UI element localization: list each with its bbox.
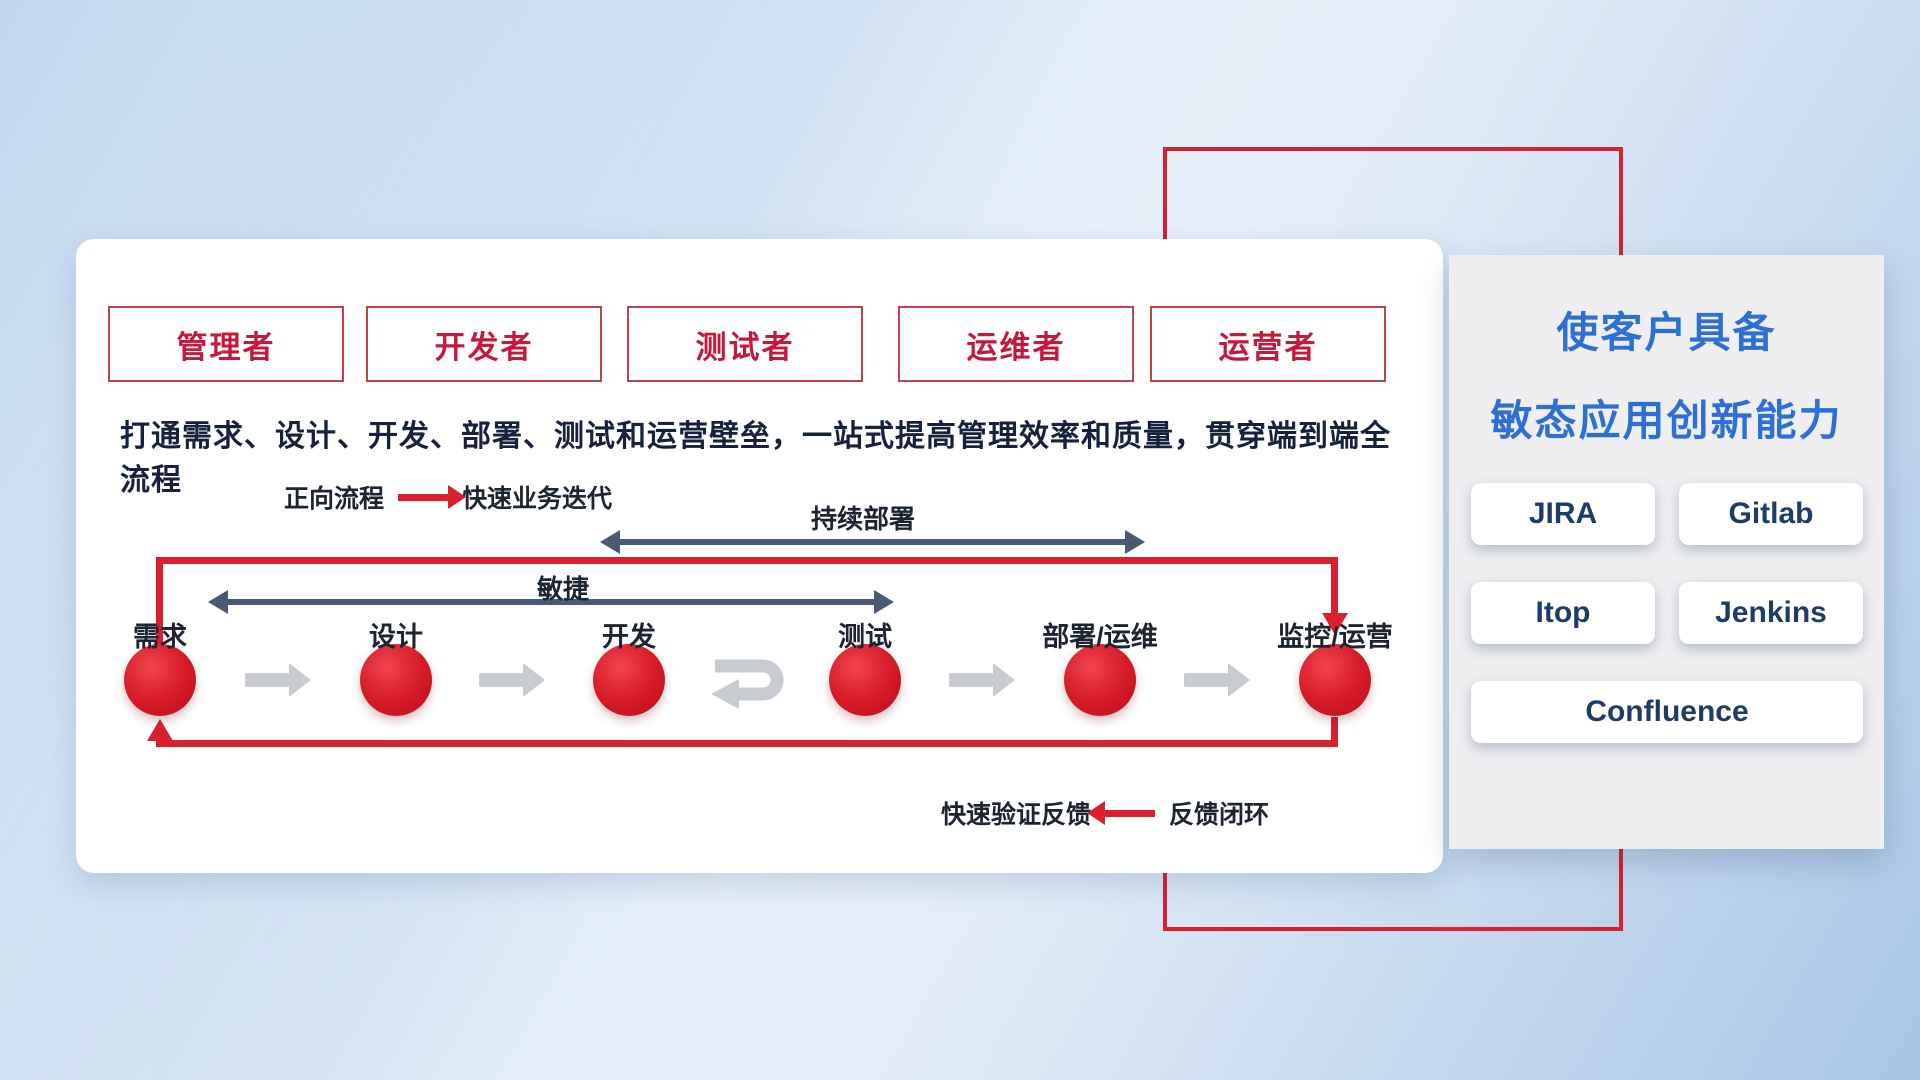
panel-title-line2: 敏态应用创新能力 [1490, 397, 1843, 444]
stage-dot-design [360, 644, 432, 716]
flow-arrow-icon [245, 673, 289, 687]
flow-arrow-icon [949, 673, 993, 687]
forward-loop-left-line [156, 557, 163, 647]
feedback-arrow-icon [1105, 809, 1156, 817]
workflow-subtitle: 打通需求、设计、开发、部署、测试和运营壁垒，一站式提高管理效率和质量，贯穿端到端… [120, 420, 1391, 497]
tool-chip-confluence: Confluence [1471, 681, 1863, 743]
capability-panel: 使客户具备 敏态应用创新能力 JIRA Gitlab Itop Jenkins … [1449, 255, 1884, 849]
flow-arrow-icon [1184, 673, 1228, 687]
role-box-manager: 管理者 [108, 306, 344, 382]
feedback-legend: 快速验证反馈 反馈闭环 [941, 795, 1269, 831]
forward-flow-desc: 快速业务迭代 [462, 485, 613, 513]
forward-loop-top-line [156, 557, 1338, 564]
agile-arrow-icon [228, 599, 874, 605]
tool-chip-gitlab: Gitlab [1679, 483, 1863, 545]
role-label: 开发者 [434, 329, 534, 365]
agile-label: 敏捷 [536, 574, 589, 604]
role-label: 管理者 [176, 329, 276, 365]
forward-flow-label: 正向流程 [284, 485, 385, 513]
iteration-loop-icon [711, 659, 784, 709]
flow-arrow-icon [479, 673, 523, 687]
role-label: 测试者 [695, 329, 795, 365]
continuous-deploy-arrow-icon [620, 539, 1125, 545]
stage-label-monitor-operations: 监控/运营 [1277, 622, 1393, 652]
stage-label-deploy-ops: 部署/运维 [1042, 622, 1158, 652]
tool-chip-jira: JIRA [1471, 483, 1655, 545]
stage-label-development: 开发 [602, 622, 656, 652]
tool-chip-jenkins: Jenkins [1679, 582, 1863, 644]
stage-dot-development [593, 644, 665, 716]
role-box-ops: 运维者 [898, 306, 1134, 382]
stage-dot-monitor-operations [1299, 644, 1371, 716]
feedback-loop-right-line [1331, 717, 1338, 743]
role-box-developer: 开发者 [366, 306, 602, 382]
forward-loop-arrowhead-icon [1322, 613, 1348, 635]
role-label: 运营者 [1218, 329, 1318, 365]
panel-title-line1: 使客户具备 [1556, 309, 1777, 356]
forward-loop-right-line [1331, 557, 1338, 615]
tool-chip-itop: Itop [1471, 582, 1655, 644]
role-box-operator: 运营者 [1150, 306, 1386, 382]
feedback-desc: 快速验证反馈 [941, 801, 1092, 829]
feedback-loop-bottom-line [156, 740, 1338, 747]
stage-label-design: 设计 [369, 622, 423, 652]
feedback-label: 反馈闭环 [1169, 801, 1270, 829]
stage-label-requirements: 需求 [133, 622, 187, 652]
forward-flow-legend: 正向流程 快速业务迭代 [284, 479, 612, 515]
continuous-deploy-label: 持续部署 [810, 504, 915, 534]
forward-arrow-icon [398, 493, 449, 501]
role-label: 运维者 [966, 329, 1066, 365]
role-box-tester: 测试者 [627, 306, 863, 382]
stage-dot-testing [829, 644, 901, 716]
stage-label-testing: 测试 [838, 622, 892, 652]
devops-workflow-card: 管理者 开发者 测试者 运维者 运营者 打通需求、设计、开发、部署、测试和运营壁… [76, 239, 1443, 873]
stage-dot-deploy-ops [1064, 644, 1136, 716]
stage-dot-requirements [124, 644, 196, 716]
feedback-loop-arrowhead-icon [147, 719, 173, 741]
